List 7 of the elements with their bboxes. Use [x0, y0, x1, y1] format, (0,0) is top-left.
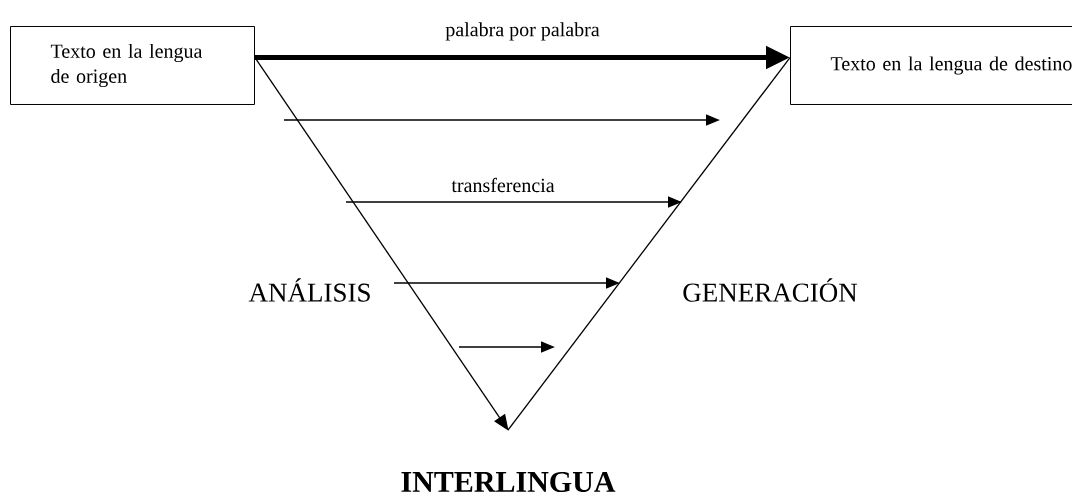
- level-label: INTERLINGUA: [401, 471, 616, 493]
- stage-label: ANÁLISIS: [248, 278, 370, 302]
- stage-label: GENERACIÓN: [683, 278, 858, 302]
- text-box: Texto en la lengua de destino: [790, 26, 1072, 105]
- arrow-label: transferencia: [451, 177, 555, 193]
- edge-label: palabra por palabra: [444, 21, 601, 42]
- text-box: Texto en la lengua de origen: [10, 26, 255, 105]
